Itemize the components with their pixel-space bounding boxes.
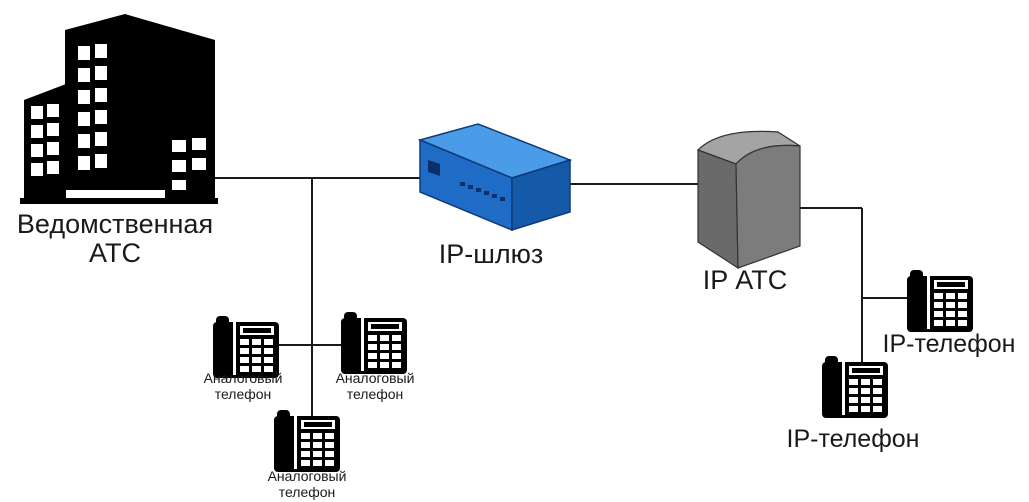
connection-lines <box>214 177 908 420</box>
phone-icon <box>341 312 407 374</box>
ip-pbx-label: IP АТС <box>702 265 788 295</box>
departmental-pbx-label: Ведомственная АТС <box>16 209 214 269</box>
phone-icon <box>822 356 888 418</box>
server-icon <box>696 130 801 270</box>
phone-icon <box>213 316 279 378</box>
ip-phone-2-label: IP-телефон <box>786 425 920 453</box>
ip-phone-1-label: IP-телефон <box>882 330 1016 358</box>
building-icon <box>20 14 218 204</box>
ip-gateway-label: IP-шлюз <box>438 239 544 269</box>
analog-phone-2-label: Аналоговый телефон <box>335 370 415 402</box>
gateway-icon <box>417 123 573 232</box>
analog-phone-1-label: Аналоговый телефон <box>203 370 283 402</box>
phone-icon <box>274 410 340 472</box>
phone-icon <box>907 270 973 332</box>
analog-phone-3-label: Аналоговый телефон <box>267 468 347 500</box>
